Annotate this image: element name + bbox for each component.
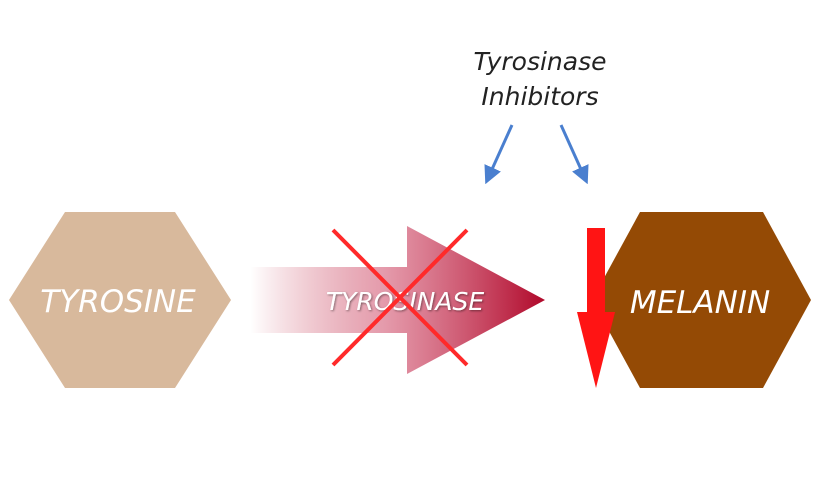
tyrosine-hexagon — [9, 212, 231, 388]
inhibitor-label-line1: Tyrosinase — [473, 47, 606, 76]
inhibitor-arrow-right — [559, 124, 589, 185]
inhibitor-arrow-left — [484, 124, 514, 185]
inhibitor-label-line2: Inhibitors — [481, 82, 598, 111]
tyrosine-label: TYROSINE — [40, 284, 196, 320]
melanin-hexagon — [592, 212, 811, 388]
block-cross-line-2 — [331, 228, 469, 367]
reduction-down-arrow — [577, 228, 615, 388]
melanin-label: MELANIN — [630, 285, 770, 321]
